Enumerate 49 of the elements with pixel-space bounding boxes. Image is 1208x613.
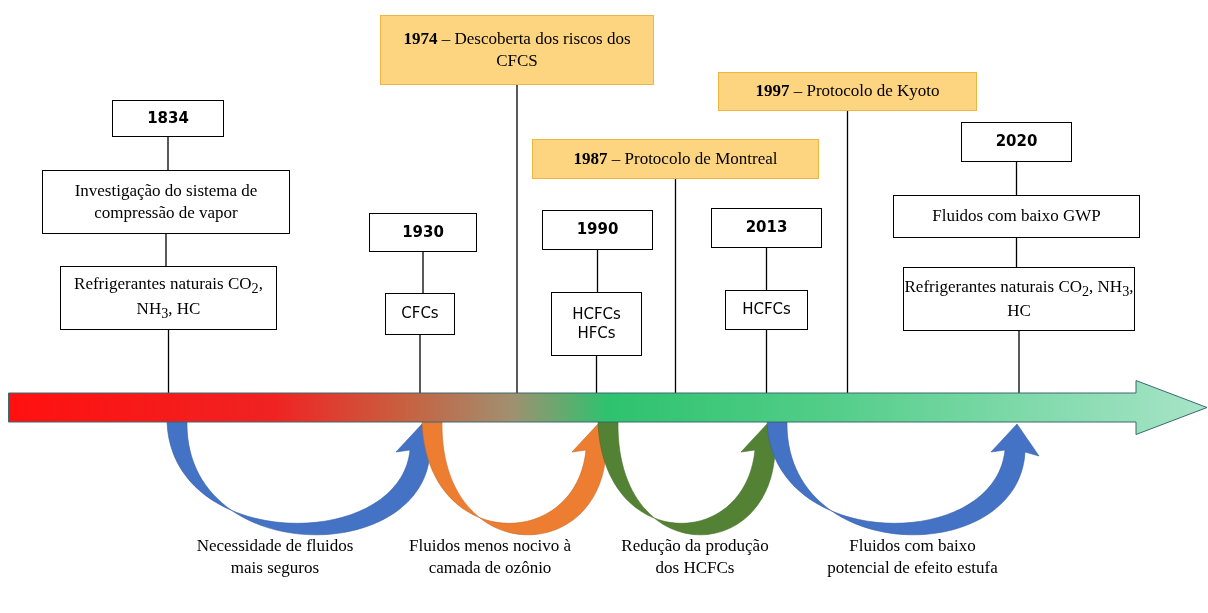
year-label: 2013 <box>745 218 788 238</box>
event-box <box>532 139 819 179</box>
connector-line <box>674 178 677 394</box>
caption-text: Necessidade de fluidos mais seguros <box>195 535 355 580</box>
node-text: Refrigerantes naturais CO$_{2}$, NH$_{3}$, HC <box>904 275 1134 323</box>
connector-line <box>165 233 167 267</box>
event-box <box>380 15 654 85</box>
connector-line <box>422 251 424 294</box>
connector-line <box>516 84 518 394</box>
connector-line <box>846 110 849 394</box>
timeline-box <box>903 267 1135 331</box>
connector-line <box>419 334 421 394</box>
node-text: HCFCs <box>742 300 791 320</box>
year-label: 1930 <box>402 222 444 243</box>
year-box <box>711 208 822 248</box>
node-text: HCFCs HFCs <box>571 304 622 344</box>
node-text: Investigação do sistema de compressão de vapor <box>73 179 259 224</box>
year-label: 1990 <box>576 220 619 240</box>
connector-line <box>167 329 170 394</box>
connector-line <box>596 249 599 293</box>
connector-line <box>1015 237 1018 268</box>
event-box <box>718 72 977 111</box>
caption-text: Fluidos menos nocivo à camada de ozônio <box>408 535 572 580</box>
connector-line <box>765 247 768 291</box>
timeline-box <box>42 170 290 234</box>
year-box <box>112 100 224 137</box>
timeline-box <box>551 292 642 356</box>
connector-line <box>1015 161 1018 196</box>
year-label: 1834 <box>147 108 189 129</box>
connector-line <box>1018 330 1020 394</box>
year-box <box>369 213 477 252</box>
caption-text: Fluidos com baixo potencial de efeito estufa <box>826 535 999 580</box>
node-text: Refrigerantes naturais CO$_{2}$, NH$_{3}$, HC <box>73 273 264 323</box>
year-box <box>542 210 653 250</box>
node-text: CFCs <box>401 304 439 324</box>
year-box <box>961 122 1072 162</box>
caption-text: Redução da produção dos HCFCs <box>620 535 770 580</box>
timeline-box <box>725 290 808 330</box>
timeline-box <box>385 293 455 335</box>
connector-line <box>595 355 598 394</box>
node-text: 1997 – Protocolo de Kyoto <box>755 80 940 103</box>
year-label: 2020 <box>995 132 1038 152</box>
node-text: 1987 – Protocolo de Montreal <box>573 147 778 170</box>
connector-line <box>765 329 768 394</box>
node-text: 1974 – Descoberta dos riscos dos CFCS <box>402 27 632 72</box>
timeline-box <box>60 266 277 330</box>
connector-line <box>167 136 169 171</box>
node-text: Fluidos com baixo GWP <box>932 205 1101 228</box>
timeline-box <box>893 195 1140 238</box>
